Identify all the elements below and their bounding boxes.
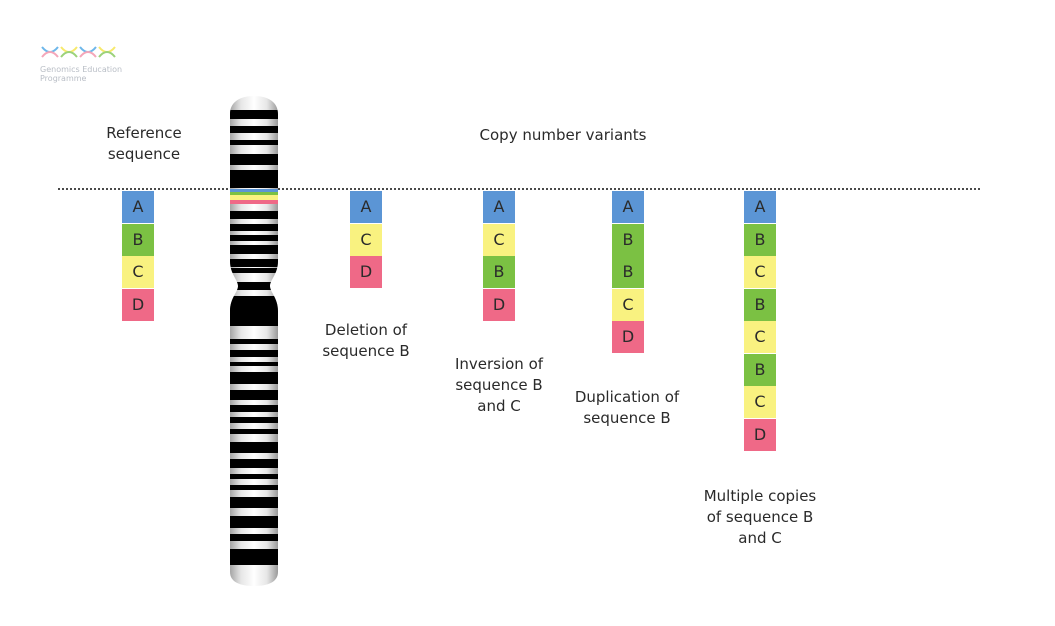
watermark-logo: Genomics Education Programme (40, 43, 130, 83)
reference-sequence-label: Reference sequence (106, 124, 182, 163)
segment-c-block: C (122, 256, 154, 288)
segment-b-block: B (612, 223, 644, 256)
segment-d-block: D (612, 321, 644, 353)
segment-a-block: A (483, 191, 515, 223)
watermark-text: Genomics Education Programme (40, 65, 123, 83)
segment-c-block: C (483, 223, 515, 256)
band-c-highlight (230, 195, 278, 200)
segment-b-block: B (483, 256, 515, 288)
segment-a-block: A (744, 191, 776, 223)
segment-a-block: A (122, 191, 154, 223)
duplication-label: Duplication of sequence B (574, 388, 680, 427)
segment-a-block: A (612, 191, 644, 223)
chromosome-ideogram (230, 96, 278, 586)
band-a-highlight (230, 189, 278, 192)
segment-b-block: B (122, 223, 154, 256)
segment-b-block: B (744, 288, 776, 321)
segment-b-block: B (744, 353, 776, 386)
segment-d-block: D (744, 418, 776, 451)
multiple-copies-label: Multiple copies of sequence B and C (703, 487, 817, 547)
inversion-label: Inversion of sequence B and C (454, 355, 544, 415)
segment-d-block: D (483, 288, 515, 321)
band-d-highlight (230, 200, 278, 204)
cnv-header-label: Copy number variants (479, 126, 647, 144)
segment-c-block: C (350, 223, 382, 256)
band-b-highlight (230, 192, 278, 195)
segment-a-block: A (350, 191, 382, 223)
segment-c-block: C (744, 321, 776, 353)
deletion-label: Deletion of sequence B (322, 321, 410, 360)
dna-logo-icon (41, 46, 116, 58)
segment-c-block: C (744, 256, 776, 288)
segment-c-block: C (744, 386, 776, 418)
reference-baseline (58, 188, 980, 190)
segment-d-block: D (350, 256, 382, 288)
segment-b-block: B (612, 256, 644, 288)
segment-d-block: D (122, 288, 154, 321)
segment-b-block: B (744, 223, 776, 256)
segment-c-block: C (612, 288, 644, 321)
